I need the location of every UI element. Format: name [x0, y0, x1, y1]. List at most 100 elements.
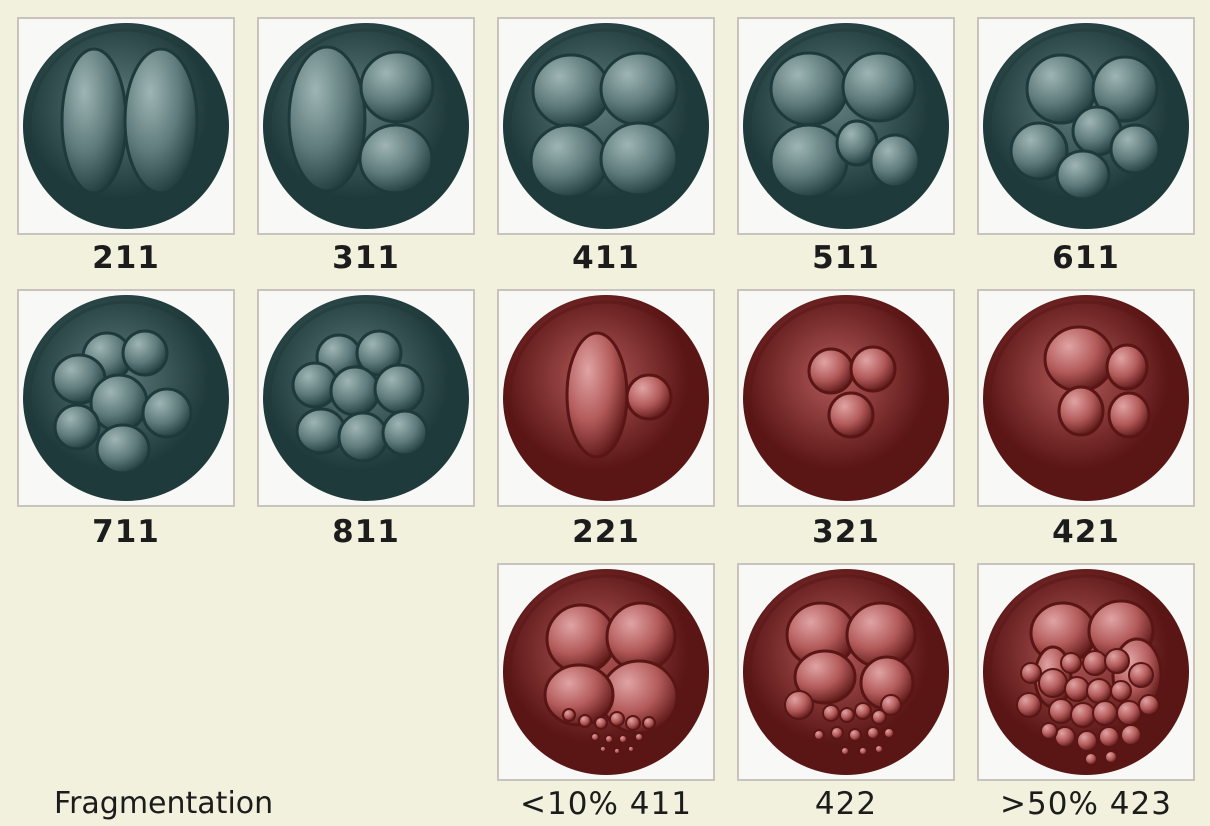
cell-fragment [831, 727, 843, 739]
cell-fragment [884, 728, 894, 738]
embryo-illustration [739, 19, 953, 233]
cell-fragment [1093, 701, 1117, 725]
embryo-illustration [259, 19, 473, 233]
embryo-grade-label: 411 [497, 240, 715, 276]
blastomere [771, 125, 847, 197]
embryo-tile [737, 17, 955, 235]
cell-fragment [1117, 701, 1141, 725]
blastomere [1109, 393, 1149, 437]
embryo-grade-label: 422 [737, 786, 955, 822]
blastomere [771, 53, 847, 125]
cell-fragment [1039, 669, 1067, 697]
blastomere [361, 52, 433, 122]
blastomere [1057, 151, 1109, 199]
blastomere [339, 413, 387, 461]
cell-fragment [1055, 727, 1075, 747]
cell-fragment [563, 709, 575, 721]
embryo-tile [497, 289, 715, 507]
embryo-illustration [19, 19, 233, 233]
embryo-illustration [979, 291, 1193, 505]
blastomere [843, 53, 915, 121]
embryo-grade-label: 211 [17, 240, 235, 276]
embryo-illustration [499, 565, 713, 779]
cell-fragment [591, 733, 599, 741]
cell-fragment [635, 733, 643, 741]
cell-fragment [859, 747, 867, 755]
cell-fragment [855, 703, 871, 719]
cell-fragment [1129, 663, 1153, 687]
embryo-illustration [979, 565, 1193, 779]
blastomere [1107, 345, 1147, 389]
blastomere [123, 331, 167, 375]
cell-fragment [1105, 649, 1129, 673]
embryo-tile [17, 17, 235, 235]
cell-fragment [1083, 651, 1107, 675]
cell-fragment [867, 727, 879, 739]
embryo-tile [977, 563, 1195, 781]
embryo-grade-label: 611 [977, 240, 1195, 276]
blastomere [143, 389, 191, 437]
cell-fragment [579, 715, 591, 727]
blastomere [97, 425, 149, 473]
cell-fragment [1061, 653, 1081, 673]
blastomere [62, 49, 126, 193]
blastomere [55, 405, 99, 449]
embryo-illustration [259, 291, 473, 505]
cell-fragment [840, 708, 854, 722]
blastomere [1059, 387, 1103, 435]
blastomere [1111, 125, 1159, 173]
cell-fragment [823, 705, 839, 721]
blastomere [851, 347, 895, 391]
cell-fragment [1121, 725, 1141, 745]
embryo-tile [17, 289, 235, 507]
embryo-illustration [739, 291, 953, 505]
blastomere [627, 375, 671, 419]
embryo-tile [497, 563, 715, 781]
cell-fragment [595, 717, 607, 729]
blastomere [383, 411, 427, 455]
embryo-grade-label: 221 [497, 514, 715, 550]
cell-fragment [1099, 727, 1119, 747]
blastomere [360, 125, 432, 193]
embryo-tile [977, 289, 1195, 507]
cell-fragment [619, 735, 627, 743]
cell-fragment [1049, 699, 1073, 723]
embryo-tile [737, 563, 955, 781]
embryo-grade-label: 311 [257, 240, 475, 276]
cell-fragment [626, 716, 640, 730]
cell-fragment [1139, 695, 1159, 715]
blastomere [533, 55, 609, 127]
blastomere [601, 53, 677, 125]
blastomere [297, 409, 345, 453]
zona-pellucida [503, 569, 709, 775]
cell-fragment [1111, 681, 1131, 701]
cell-fragment [610, 712, 624, 726]
embryo-tile [257, 289, 475, 507]
cell-fragment [605, 735, 613, 743]
cell-fragment [1087, 679, 1111, 703]
embryo-illustration [499, 19, 713, 233]
zona-pellucida [503, 23, 709, 229]
blastomere [545, 665, 613, 725]
blastomere [125, 49, 197, 193]
cell-fragment [600, 746, 606, 752]
cell-fragment [785, 691, 813, 719]
cell-fragment [1041, 723, 1057, 739]
cell-fragment [1077, 731, 1097, 751]
embryo-tile [497, 17, 715, 235]
cell-fragment [1085, 753, 1097, 765]
cell-fragment [875, 745, 883, 753]
embryo-grade-label: 321 [737, 514, 955, 550]
embryo-grade-label: 421 [977, 514, 1195, 550]
embryo-grade-label: 811 [257, 514, 475, 550]
blastomere [289, 47, 365, 191]
embryo-tile [977, 17, 1195, 235]
cell-fragment [643, 717, 655, 729]
embryo-illustration [19, 291, 233, 505]
embryo-tile [737, 289, 955, 507]
embryo-grade-label: >50% 423 [977, 786, 1195, 822]
blastomere [829, 393, 873, 437]
cell-fragment [614, 748, 620, 754]
cell-fragment [849, 729, 861, 741]
